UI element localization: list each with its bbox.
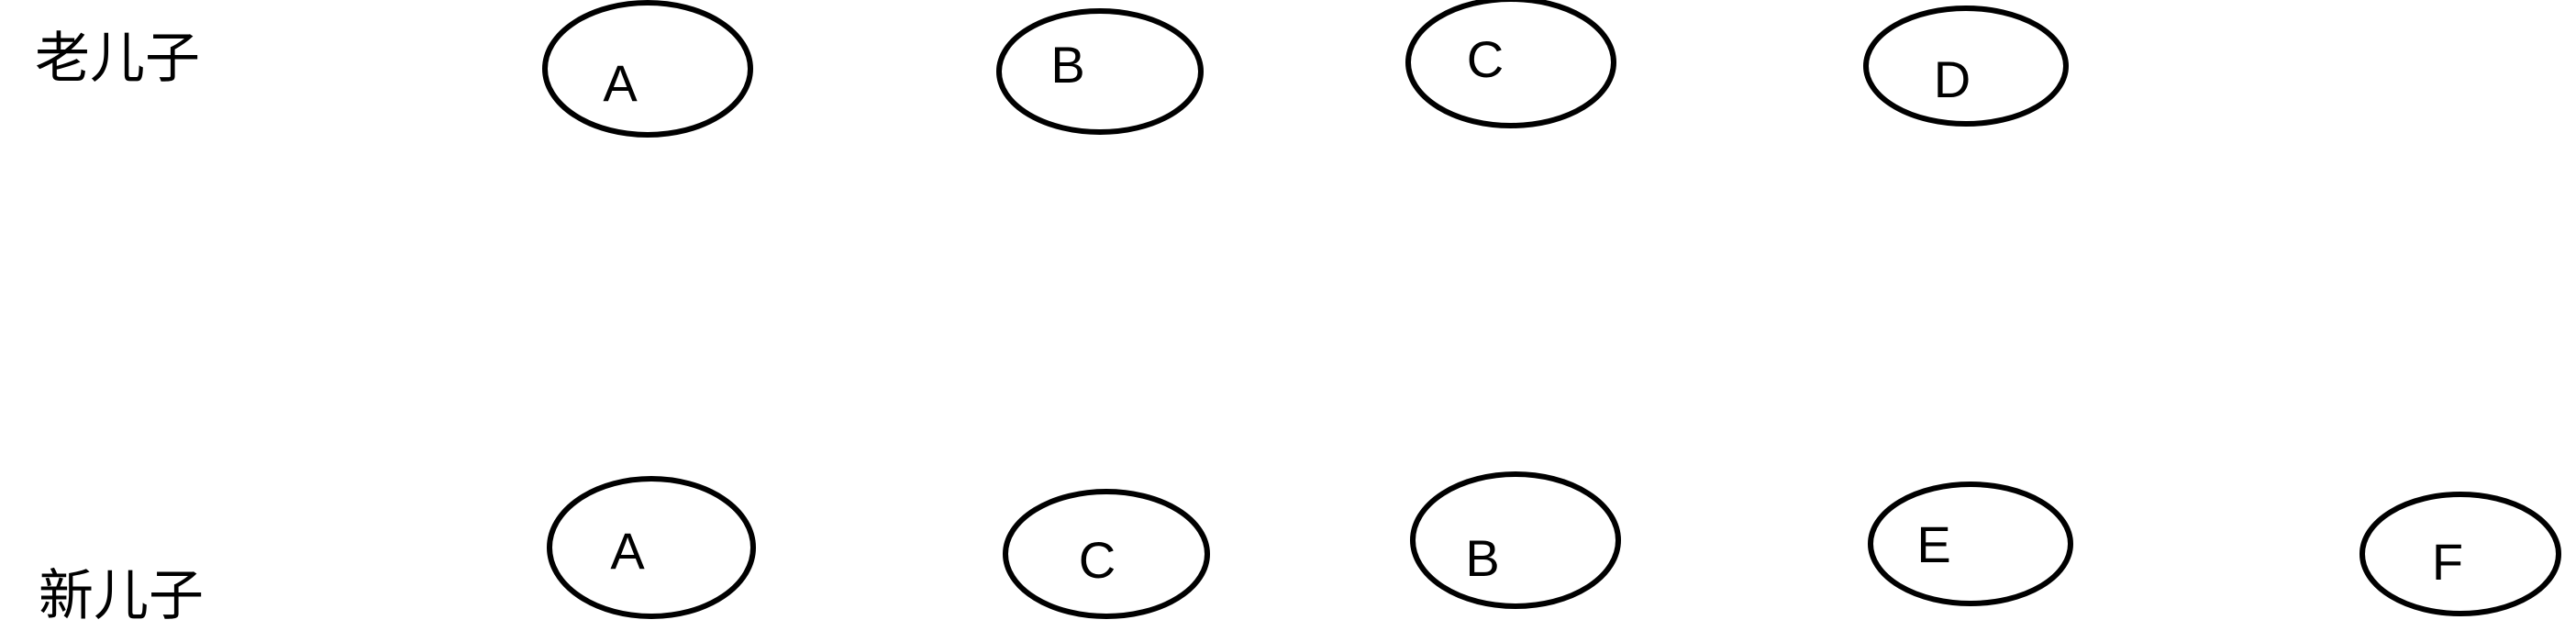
old-node-d: D bbox=[1863, 6, 2069, 127]
new-sons-label: 新儿子 bbox=[39, 564, 204, 628]
old-node-d-label: D bbox=[1934, 50, 1971, 108]
new-node-e-ellipse bbox=[1868, 482, 2073, 606]
new-node-f-label: F bbox=[2432, 533, 2463, 591]
old-node-d-ellipse bbox=[1863, 6, 2069, 127]
new-node-b: B bbox=[1410, 471, 1621, 609]
new-node-c-ellipse bbox=[1003, 489, 1210, 619]
new-node-b-label: B bbox=[1465, 529, 1499, 587]
old-node-a-label: A bbox=[603, 54, 638, 112]
new-node-a-ellipse bbox=[547, 476, 756, 619]
new-node-e-label: E bbox=[1916, 515, 1950, 573]
old-sons-row: 老儿子 A B C D bbox=[35, 0, 2069, 138]
new-sons-row: 新儿子 A C B E F bbox=[39, 471, 2561, 628]
new-node-f: F bbox=[2359, 492, 2561, 616]
new-node-c-label: C bbox=[1079, 531, 1116, 589]
old-node-a: A bbox=[542, 0, 753, 138]
new-node-a-label: A bbox=[610, 522, 645, 580]
old-node-c-ellipse bbox=[1405, 0, 1616, 128]
old-node-c-label: C bbox=[1467, 30, 1504, 88]
new-node-e: E bbox=[1868, 482, 2073, 606]
old-node-b-label: B bbox=[1050, 36, 1084, 94]
new-node-c: C bbox=[1003, 489, 1210, 619]
new-node-f-ellipse bbox=[2359, 492, 2561, 616]
old-sons-label: 老儿子 bbox=[35, 27, 200, 91]
new-node-b-ellipse bbox=[1410, 471, 1621, 609]
old-node-b-ellipse bbox=[996, 8, 1204, 135]
old-node-b: B bbox=[996, 8, 1204, 135]
new-node-a: A bbox=[547, 476, 756, 619]
old-node-a-ellipse bbox=[542, 0, 753, 138]
old-node-c: C bbox=[1405, 0, 1616, 128]
